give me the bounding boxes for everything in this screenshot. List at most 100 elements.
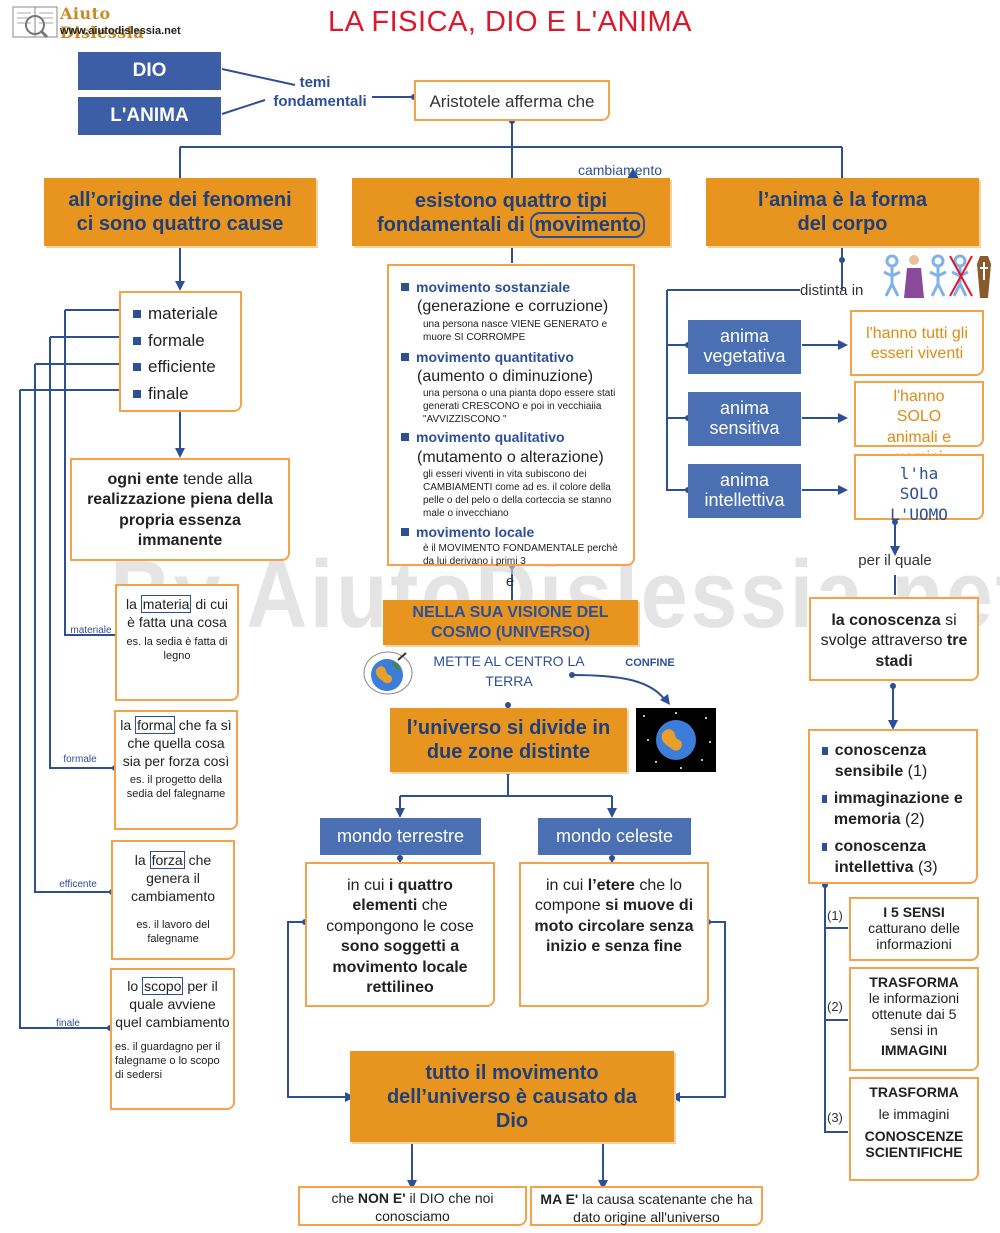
example: es. il guardagno per il falegname o lo s… bbox=[115, 1040, 221, 1082]
cause-tag: efficente bbox=[59, 879, 97, 890]
keyword: forma bbox=[135, 716, 175, 734]
cause-detail-scopo: lo scopo per il quale avviene quel cambi… bbox=[110, 968, 235, 1110]
cause-label: finale bbox=[148, 383, 189, 403]
stadio-num: (1) bbox=[903, 763, 928, 780]
aristotele-box: Aristotele afferma che bbox=[414, 80, 610, 121]
anima-sensitiva: anima sensitiva bbox=[688, 392, 801, 446]
mov-types-box: movimento sostanziale (generazione e cor… bbox=[387, 264, 635, 567]
temi-label: temi bbox=[299, 74, 331, 91]
cause-item: efficiente bbox=[133, 354, 240, 381]
cambiamento-label: cambiamento bbox=[577, 162, 663, 178]
pre: la bbox=[125, 596, 141, 612]
step-num: (2) bbox=[827, 999, 843, 1014]
example: es. la sedia è fatta di legno bbox=[126, 635, 228, 663]
celeste-box: in cui l’etere che lo compone si muove d… bbox=[519, 862, 709, 1007]
text-bold: tre stadi bbox=[875, 632, 968, 670]
keyword: forza bbox=[149, 851, 185, 869]
movimento-word: movimento bbox=[530, 212, 646, 238]
step-body: le immagini bbox=[878, 1105, 950, 1122]
cause-detail-forza: la forza che genera il cambiamento es. i… bbox=[111, 840, 235, 960]
bullet-icon bbox=[401, 352, 409, 361]
mov-desc: una persona o una pianta dopo essere sta… bbox=[423, 388, 616, 426]
intellettiva-who: l'ha SOLO L'UOMO bbox=[854, 454, 984, 524]
stadio-name: conoscenza intellettiva bbox=[834, 838, 927, 876]
logo[interactable]: Aiuto Dislessia www.aiutodislessia.net bbox=[12, 3, 181, 42]
cause-item: formale bbox=[133, 328, 240, 355]
step-title: TRASFORMA bbox=[869, 1084, 959, 1100]
post: di cui è fatta una cosa bbox=[127, 596, 229, 630]
bullet-icon bbox=[822, 795, 827, 803]
bullet-icon bbox=[133, 310, 141, 318]
stadio-item: immaginazione e memoria (2) bbox=[822, 788, 970, 830]
mondo-terrestre-label: mondo terrestre bbox=[320, 818, 481, 855]
bullet-icon bbox=[133, 336, 141, 345]
cause-detail-text: lo scopo per il quale avviene quel cambi… bbox=[115, 977, 230, 1032]
mov-desc: gli esseri viventi in vita subiscono dei… bbox=[423, 468, 612, 519]
stadi-box: conoscenza sensibile (1) immaginazione e… bbox=[808, 729, 978, 884]
visione-box: NELLA SUA VISIONE DEL COSMO (UNIVERSO) bbox=[383, 600, 638, 645]
bullet-icon bbox=[401, 527, 409, 536]
cause-detail-forma: la forma che fa sì che quella cosa sia p… bbox=[114, 710, 238, 830]
step-bottom: IMMAGINI bbox=[880, 1042, 948, 1059]
step-body: le informazioni ottenute dai 5 sensi in bbox=[868, 990, 960, 1039]
mov-sub: (mutamento o alterazione) bbox=[417, 448, 604, 466]
step-body: catturano delle informazioni bbox=[868, 920, 960, 953]
text: che compongono le cose bbox=[326, 897, 474, 935]
stadio-name: conoscenza sensibile bbox=[834, 742, 927, 780]
anima-vegetativa: anima vegetativa bbox=[688, 320, 801, 374]
stadio-item: conoscenza sensibile (1) bbox=[822, 740, 970, 782]
step-title: TRASFORMA bbox=[869, 974, 959, 990]
ente-essenza: realizzazione piena della propria essenz… bbox=[87, 491, 273, 550]
step-bottom: CONOSCENZE SCIENTIFICHE bbox=[864, 1127, 964, 1161]
step-num: (3) bbox=[827, 1110, 843, 1125]
per-il-quale: per il quale bbox=[858, 552, 932, 569]
text-bold: si muove di moto circolare senza inizio … bbox=[534, 897, 694, 956]
logo-name: Aiuto Dislessia bbox=[60, 4, 145, 42]
post: per il quale avviene quel cambiamento bbox=[115, 978, 230, 1030]
keyword: materia bbox=[140, 595, 192, 613]
ente-box: ogni ente tende alla realizzazione piena… bbox=[70, 458, 290, 561]
universe-icon bbox=[636, 708, 716, 772]
cause-detail-materia: la materia di cui è fatta una cosa es. l… bbox=[115, 584, 239, 701]
cause-tag: materiale bbox=[70, 625, 112, 636]
stadio-name: immaginazione e memoria bbox=[833, 790, 963, 828]
beings-icon bbox=[880, 252, 992, 300]
stadio-item: conoscenza intellettiva (3) bbox=[822, 836, 970, 878]
page-title: LA FISICA, DIO E L'ANIMA bbox=[327, 6, 693, 38]
text-bold: sono soggetti a movimento locale rettili… bbox=[332, 938, 468, 997]
post: che fa sì che quella cosa sia per forza … bbox=[122, 717, 232, 769]
text-bold: l’etere bbox=[587, 877, 635, 894]
cause-tag: finale bbox=[56, 1018, 80, 1029]
divide-box: l’universo si divide in due zone distint… bbox=[390, 708, 627, 772]
ma-e-box: MA E' la causa scatenante che ha dato or… bbox=[530, 1186, 763, 1226]
cause-label: materiale bbox=[148, 304, 218, 323]
cause-item: materiale bbox=[133, 301, 240, 328]
text: che lo compone bbox=[534, 877, 683, 915]
cause-header: all’origine dei fenomeni ci sono quattro… bbox=[44, 178, 316, 246]
stadio-num: (2) bbox=[900, 811, 925, 828]
mette-label: METTE AL CENTRO LA TERRA bbox=[433, 653, 585, 689]
cause-label: formale bbox=[148, 330, 205, 350]
cause-tag: formale bbox=[63, 754, 97, 765]
earth-icon bbox=[362, 650, 414, 696]
anima-intellettiva: anima intellettiva bbox=[688, 464, 801, 518]
movimento-header: esistono quattro tipi fondamentali di mo… bbox=[352, 178, 670, 246]
step-title: I 5 SENSI bbox=[883, 904, 945, 920]
pre: la bbox=[134, 852, 150, 868]
mov-name: movimento quantitativo bbox=[416, 348, 574, 365]
sensitiva-who: l'hanno SOLO animali e uomini bbox=[854, 381, 984, 466]
mov-type: movimento sostanziale bbox=[401, 278, 627, 297]
mov-name: movimento sostanziale bbox=[416, 279, 571, 295]
terrestre-box: in cui i quattro elementi che compongono… bbox=[305, 862, 495, 1007]
logo-url: www.aiutodislessia.net bbox=[60, 25, 181, 37]
bullet-icon bbox=[401, 283, 409, 291]
cause-detail-text: la forma che fa sì che quella cosa sia p… bbox=[119, 716, 233, 771]
cause-label: efficiente bbox=[148, 357, 216, 376]
pre: lo bbox=[127, 978, 143, 994]
fondamentali-label: fondamentali bbox=[273, 93, 367, 110]
mov-type: movimento locale bbox=[401, 523, 627, 542]
